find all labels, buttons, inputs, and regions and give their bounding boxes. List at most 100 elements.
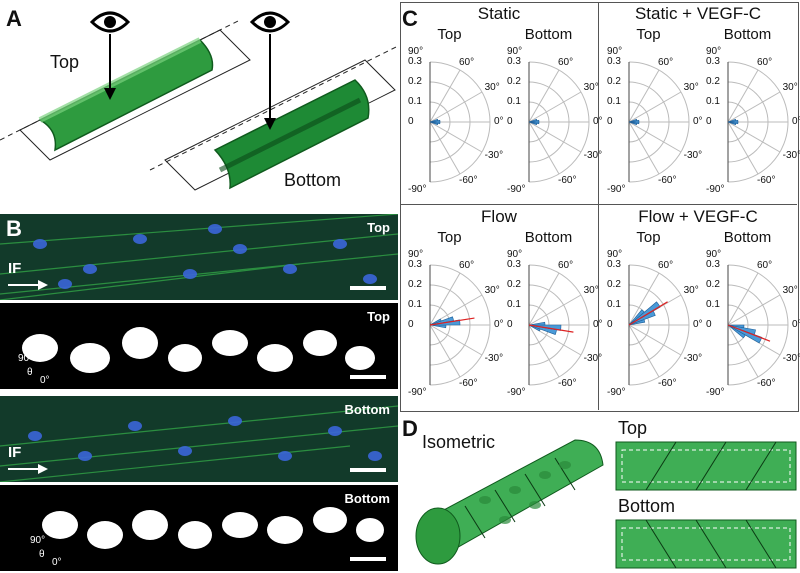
- panel-c-divider: [400, 204, 797, 205]
- fluorescence-texture: [0, 396, 398, 482]
- group-title: Static + VEGF-C: [634, 4, 762, 23]
- axis-label-0: 0°: [52, 557, 62, 568]
- angle-tick: 60°: [658, 57, 674, 69]
- angle-tick: 0°: [792, 319, 800, 330]
- angle-tick: 90°: [408, 46, 424, 57]
- angle-tick: -30°: [683, 353, 703, 364]
- angle-tick: -60°: [558, 174, 577, 186]
- grid-spoke: [429, 324, 483, 356]
- polar-plot: [429, 61, 491, 183]
- angle-tick: 90°: [706, 249, 722, 260]
- grid-spoke: [528, 69, 560, 123]
- subplot-title: Top: [437, 26, 462, 43]
- grid-spoke: [727, 91, 781, 123]
- radial-tick: 0.1: [706, 299, 720, 310]
- label-isometric: Isometric: [422, 432, 496, 452]
- radial-tick: 0.1: [706, 96, 720, 107]
- radial-tick: 0.3: [706, 259, 720, 270]
- polar-plot: [727, 61, 789, 183]
- angle-tick: -60°: [658, 174, 677, 186]
- panel-letter-a: A: [6, 6, 22, 31]
- radial-tick: 0: [706, 116, 712, 127]
- radial-tick: 0.3: [507, 259, 521, 270]
- isometric-tube: [415, 439, 604, 565]
- grid-spoke: [628, 69, 660, 123]
- angle-tick: 30°: [484, 82, 500, 93]
- grid-spoke: [528, 121, 560, 175]
- micro-tile-top-fluor: Top IF: [0, 214, 398, 300]
- angle-tick: 30°: [683, 82, 699, 93]
- grid-spoke: [429, 69, 461, 123]
- tile-tag: Top: [367, 220, 390, 235]
- polar-bar: [628, 118, 638, 123]
- polar-bar: [727, 118, 737, 123]
- angle-tick: -90°: [706, 387, 725, 398]
- angle-tick: 60°: [459, 57, 475, 69]
- mean-direction-line: [628, 301, 668, 326]
- if-label: IF: [8, 444, 22, 461]
- angle-tick: -60°: [658, 377, 677, 389]
- axis-label-90: 90°: [30, 535, 46, 546]
- grid-spoke: [727, 69, 759, 123]
- grid-spoke: [727, 294, 781, 326]
- angle-tick: 30°: [782, 82, 798, 93]
- grid-spoke: [528, 91, 582, 123]
- eye-icon: [249, 11, 291, 33]
- axis-label-90: 90°: [18, 353, 34, 364]
- mask-texture: [22, 327, 375, 373]
- radial-tick: 0.3: [607, 259, 621, 270]
- radial-tick: 0.1: [408, 299, 422, 310]
- top-tube-view: [615, 441, 797, 491]
- radial-tick: 0.1: [507, 299, 521, 310]
- angle-tick: -90°: [607, 184, 626, 195]
- grid-spoke: [628, 272, 660, 326]
- angle-tick: -60°: [757, 377, 776, 389]
- radial-tick: 0.2: [706, 76, 720, 87]
- grid-spoke: [628, 121, 682, 153]
- radial-tick: 0.1: [607, 96, 621, 107]
- panel-c-divider: [598, 2, 599, 410]
- micro-tile-top-mask: Top 90° 0° θ: [0, 303, 398, 389]
- grid-spoke: [628, 324, 660, 378]
- angle-tick: 30°: [583, 82, 599, 93]
- polar-plot: [628, 61, 690, 183]
- grid-spoke: [528, 324, 560, 378]
- angle-tick: -60°: [459, 174, 478, 186]
- radial-tick: 0: [408, 116, 414, 127]
- radial-tick: 0.3: [408, 56, 422, 67]
- polar-bar: [429, 318, 442, 326]
- angle-tick: 30°: [683, 285, 699, 296]
- radial-tick: 0: [408, 319, 414, 330]
- axis-label-0: 0°: [40, 375, 50, 386]
- scale-bar: [350, 557, 386, 561]
- angle-tick: -90°: [706, 184, 725, 195]
- radial-tick: 0.2: [507, 279, 521, 290]
- angle-tick: 0°: [593, 319, 603, 330]
- arrow-right-icon: [8, 280, 48, 290]
- tile-tag: Bottom: [344, 491, 391, 506]
- polar-plot: [628, 264, 690, 386]
- polar-bar: [429, 118, 439, 123]
- micro-tile-bottom-mask: Bottom 90° 0° θ: [0, 485, 398, 571]
- angle-tick: -60°: [558, 377, 577, 389]
- angle-tick: -90°: [507, 387, 526, 398]
- subplot-title: Bottom: [524, 229, 573, 246]
- polar-bar: [727, 324, 763, 344]
- radial-tick: 0: [607, 319, 613, 330]
- radial-tick: 0.2: [607, 76, 621, 87]
- radial-tick: 0.2: [408, 76, 422, 87]
- polar-plot: [727, 264, 789, 386]
- radial-tick: 0.3: [408, 259, 422, 270]
- mean-direction-line: [429, 317, 475, 326]
- angle-tick: 90°: [507, 249, 523, 260]
- grid-spoke: [429, 272, 461, 326]
- polar-bar: [528, 118, 538, 123]
- angle-tick: -90°: [507, 184, 526, 195]
- subplot-title: Top: [636, 26, 661, 43]
- angle-tick: -30°: [683, 150, 703, 161]
- angle-tick: 60°: [757, 57, 773, 69]
- grid-spoke: [727, 324, 759, 378]
- bottom-tube-view: [615, 519, 797, 569]
- grid-spoke: [528, 121, 582, 153]
- angle-tick: 90°: [607, 249, 623, 260]
